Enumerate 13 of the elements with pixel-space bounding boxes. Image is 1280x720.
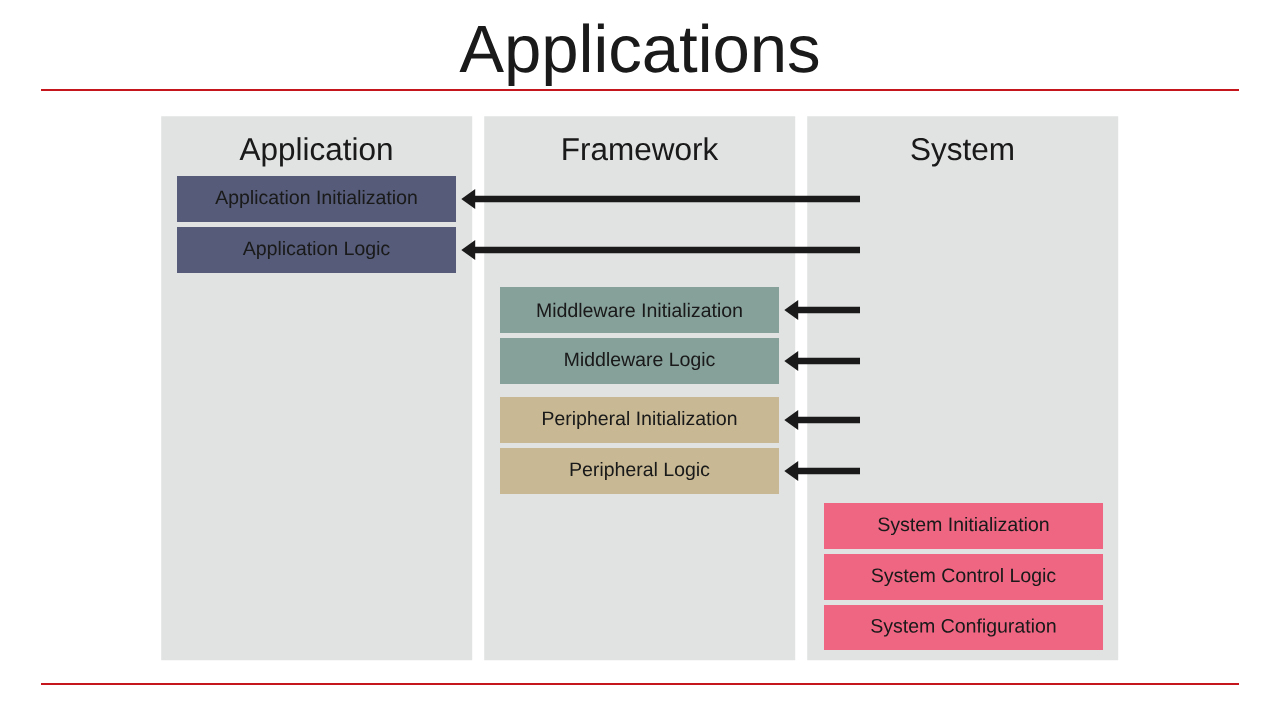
column-heading: Framework [563, 137, 719, 161]
module-box: System Initialization [824, 503, 1103, 549]
module-box: System Configuration [824, 605, 1103, 650]
module-box: Peripheral Initialization [500, 397, 779, 443]
module-box: System Control Logic [824, 554, 1103, 600]
column-heading: Application [239, 137, 392, 167]
module-box: Application Initialization [177, 176, 456, 222]
module-box: Peripheral Logic [500, 448, 779, 494]
module-box: Middleware Initialization [500, 287, 779, 333]
module-box: Application Logic [177, 227, 456, 273]
column-heading: System [911, 138, 1013, 167]
title: Applications [459, 23, 819, 86]
module-box: Middleware Logic [500, 338, 779, 384]
